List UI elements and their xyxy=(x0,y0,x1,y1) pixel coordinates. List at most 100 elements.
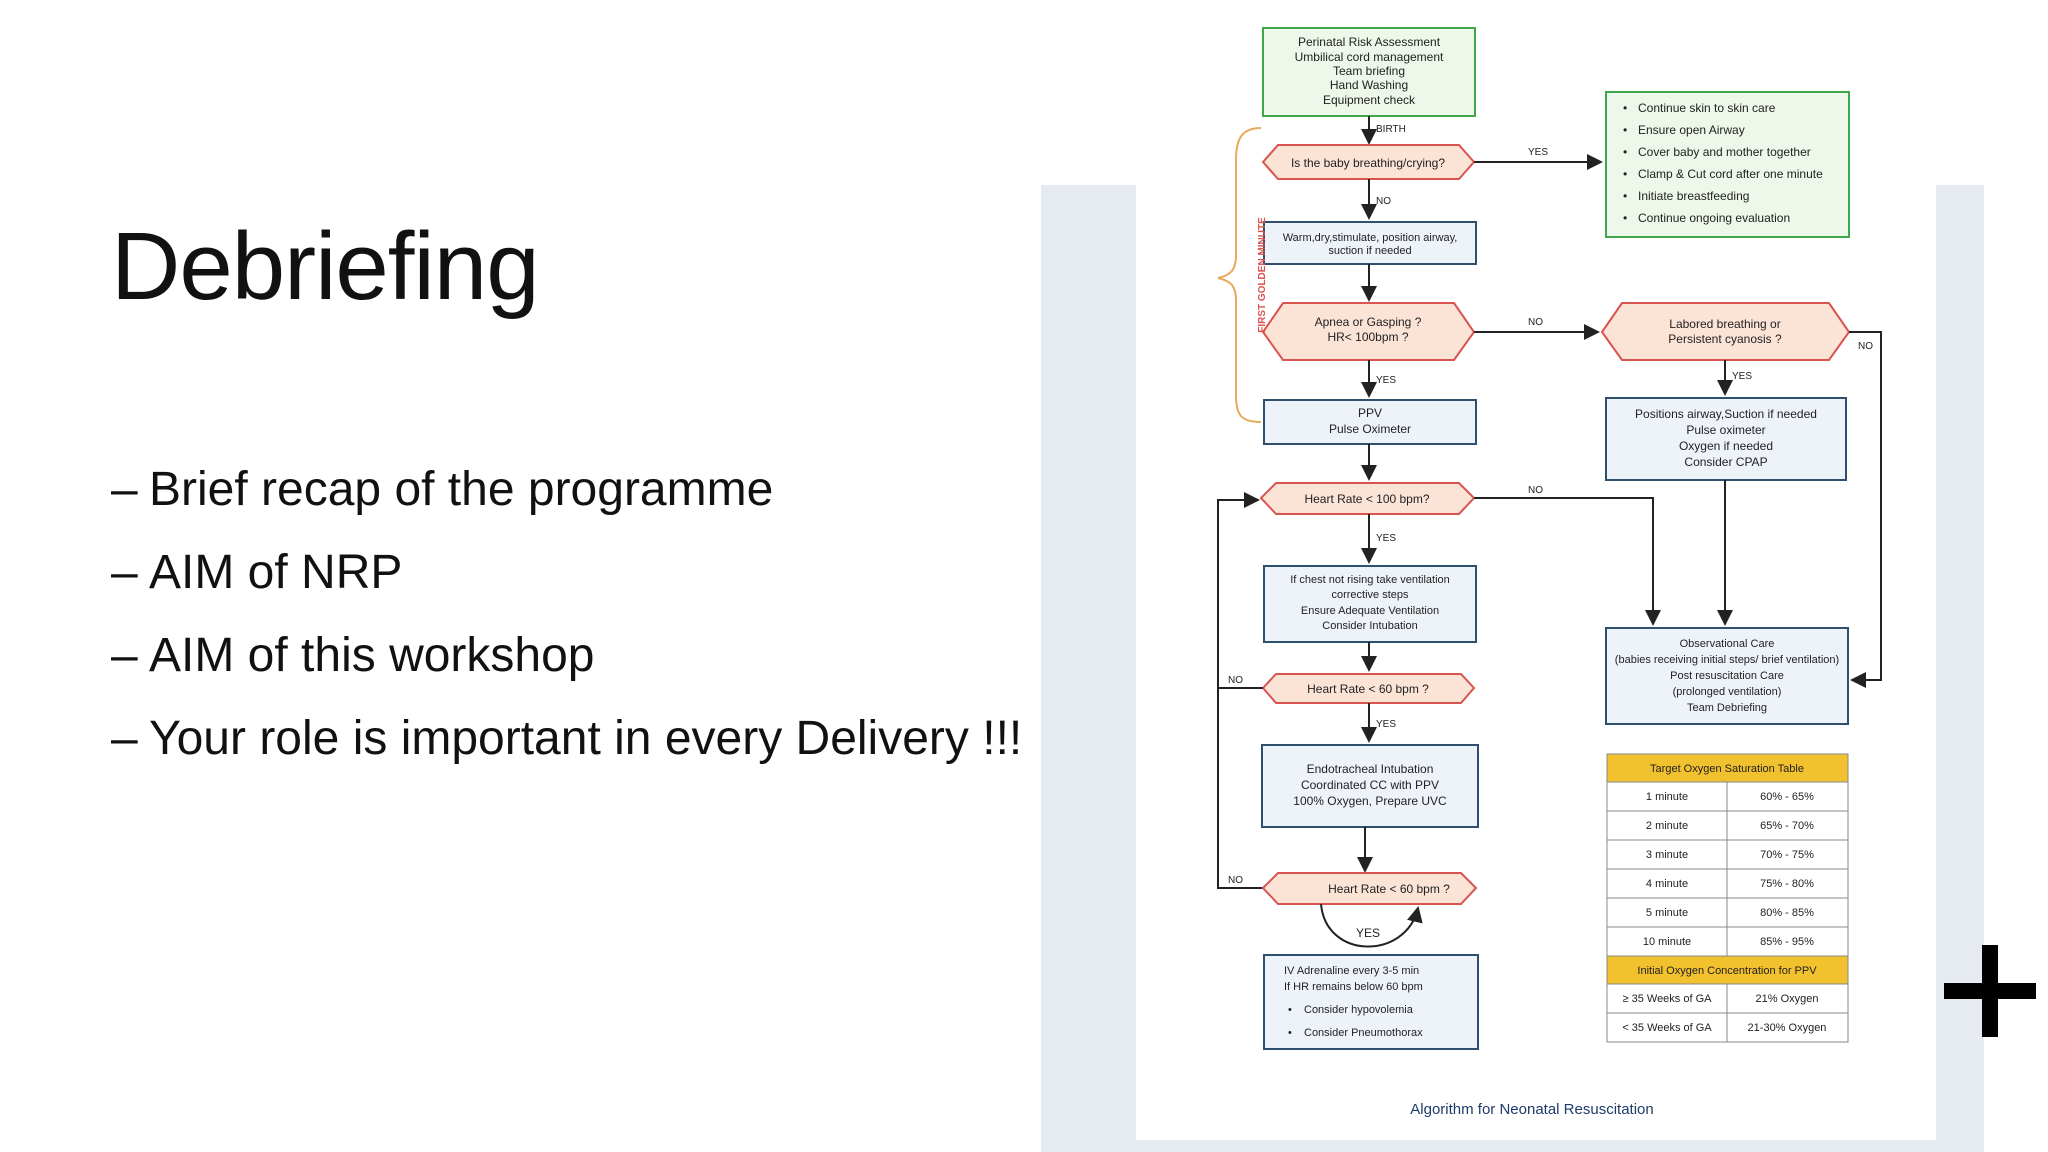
no-label: NO xyxy=(1528,485,1543,496)
routine-bullet: • xyxy=(1623,101,1627,115)
table-cell-text: 1 minute xyxy=(1646,791,1688,803)
position-airway-box xyxy=(1605,397,1847,481)
decision-apnea-text: HR< 100bpm ? xyxy=(1327,330,1408,344)
start-line: Equipment check xyxy=(1323,93,1416,107)
routine-line: Ensure open Airway xyxy=(1638,123,1745,137)
table-cell-text: 21% Oxygen xyxy=(1756,993,1819,1005)
plus-icon xyxy=(1944,945,2036,1037)
no-label: NO xyxy=(1228,675,1243,686)
decision-hr60-first xyxy=(1261,673,1476,704)
adrenaline-bullet: • xyxy=(1288,1004,1292,1016)
bullet-list: –Brief recap of the programme –AIM of NR… xyxy=(111,460,1022,792)
bullet-item: –Your role is important in every Deliver… xyxy=(111,712,1023,765)
table-cell-text: 80% - 85% xyxy=(1760,907,1814,919)
routine-care-box xyxy=(1605,91,1850,238)
table-cell-text: < 35 Weeks of GA xyxy=(1622,1022,1712,1034)
start-line: Team briefing xyxy=(1333,64,1405,78)
observational-care-box xyxy=(1605,627,1849,725)
adrenaline-box xyxy=(1263,954,1479,1050)
routine-bullet: • xyxy=(1623,211,1627,225)
adrenaline-line: IV Adrenaline every 3-5 min xyxy=(1284,965,1419,977)
no-label: NO xyxy=(1376,196,1391,207)
intubation-box xyxy=(1261,744,1479,828)
ppv-line: PPV xyxy=(1358,406,1382,420)
start-line: Umbilical cord management xyxy=(1295,50,1444,64)
yes-label: YES xyxy=(1528,147,1548,158)
adrenaline-line: If HR remains below 60 bpm xyxy=(1284,981,1423,993)
warm-line: Warm,dry,stimulate, position airway, xyxy=(1283,232,1458,244)
bullet-item: –AIM of this workshop xyxy=(111,629,595,682)
observational-line: (prolonged ventilation) xyxy=(1673,686,1782,698)
arrow xyxy=(1474,497,1661,626)
table-cell xyxy=(1726,983,1849,1014)
yes-label: YES xyxy=(1376,719,1396,730)
adrenaline-bullet-text: Consider Pneumothorax xyxy=(1304,1027,1423,1039)
adrenaline-bullet: • xyxy=(1288,1027,1292,1039)
routine-bullet: • xyxy=(1623,189,1627,203)
table-cell-text: 2 minute xyxy=(1646,820,1688,832)
adrenaline-bullet-text: Consider hypovolemia xyxy=(1304,1004,1414,1016)
figure-caption: Algorithm for Neonatal Resuscitation xyxy=(1410,1101,1653,1118)
table-cell-text: 21-30% Oxygen xyxy=(1748,1022,1827,1034)
routine-bullet: • xyxy=(1623,145,1627,159)
table-cell xyxy=(1606,983,1728,1014)
table-header-text: Target Oxygen Saturation Table xyxy=(1650,763,1804,775)
decision-labored-text: Persistent cyanosis ? xyxy=(1668,332,1782,346)
yes-label: YES xyxy=(1376,375,1396,386)
table-cell xyxy=(1726,839,1849,870)
decision-labored-text: Labored breathing or xyxy=(1669,317,1780,331)
table-cell xyxy=(1726,810,1849,841)
table-cell-text: 70% - 75% xyxy=(1760,849,1814,861)
decision-breathing-text: Is the baby breathing/crying? xyxy=(1291,156,1445,170)
table-cell-text: 3 minute xyxy=(1646,849,1688,861)
loop-line xyxy=(1217,500,1263,889)
table-cell-text: 4 minute xyxy=(1646,878,1688,890)
table-cell xyxy=(1726,868,1849,899)
ppv-box xyxy=(1263,399,1477,445)
table-cell-text: 5 minute xyxy=(1646,907,1688,919)
golden-minute-bracket xyxy=(1217,127,1262,423)
table-cell xyxy=(1606,897,1728,928)
position-line: Oxygen if needed xyxy=(1679,439,1773,453)
table-cell-text: 65% - 70% xyxy=(1760,820,1814,832)
table-header-cell xyxy=(1606,955,1849,985)
observational-line: Team Debriefing xyxy=(1687,702,1767,714)
intubation-line: Coordinated CC with PPV xyxy=(1301,778,1439,792)
table-header-cell xyxy=(1606,753,1849,783)
warm-line: suction if needed xyxy=(1328,245,1411,257)
table-cell-text: 10 minute xyxy=(1643,936,1691,948)
position-line: Positions airway,Suction if needed xyxy=(1635,407,1817,421)
position-line: Pulse oximeter xyxy=(1686,423,1765,437)
routine-line: Continue ongoing evaluation xyxy=(1638,211,1790,225)
decision-apnea-text: Apnea or Gasping ? xyxy=(1315,315,1422,329)
start-line: Hand Washing xyxy=(1330,78,1408,92)
routine-bullet: • xyxy=(1623,123,1627,137)
table-cell xyxy=(1726,781,1849,812)
bullet-text: AIM of NRP xyxy=(149,546,403,599)
decision-hr100-text: Heart Rate < 100 bpm? xyxy=(1304,492,1429,506)
no-label: NO xyxy=(1228,875,1243,886)
bullet-text: Your role is important in every Delivery… xyxy=(149,712,1023,765)
bullet-text: AIM of this workshop xyxy=(149,629,595,682)
decision-hr60-second xyxy=(1261,872,1478,905)
yes-label: YES xyxy=(1376,533,1396,544)
observational-line: (babies receiving initial steps/ brief v… xyxy=(1615,654,1839,666)
decision-hr60-first-text: Heart Rate < 60 bpm ? xyxy=(1307,682,1429,696)
table-cell xyxy=(1726,1012,1849,1043)
golden-minute-label: FIRST GOLDEN MINUTE xyxy=(1257,217,1268,333)
table-cell xyxy=(1606,810,1728,841)
table-cell-text: 75% - 80% xyxy=(1760,878,1814,890)
slide-title: Debriefing xyxy=(111,213,540,320)
observational-line: Post resuscitation Care xyxy=(1670,670,1784,682)
yes-label: YES xyxy=(1732,371,1752,382)
corrective-line: Consider Intubation xyxy=(1322,620,1417,632)
routine-line: Clamp & Cut cord after one minute xyxy=(1638,167,1823,181)
table-cell-text: 85% - 95% xyxy=(1760,936,1814,948)
corrective-line: If chest not rising take ventilation xyxy=(1290,574,1450,586)
bullet-text: Brief recap of the programme xyxy=(149,463,774,516)
table-cell-text: ≥ 35 Weeks of GA xyxy=(1623,993,1713,1005)
birth-label: BIRTH xyxy=(1376,124,1406,135)
arrow xyxy=(1849,331,1882,688)
loop-curve xyxy=(1320,903,1423,948)
